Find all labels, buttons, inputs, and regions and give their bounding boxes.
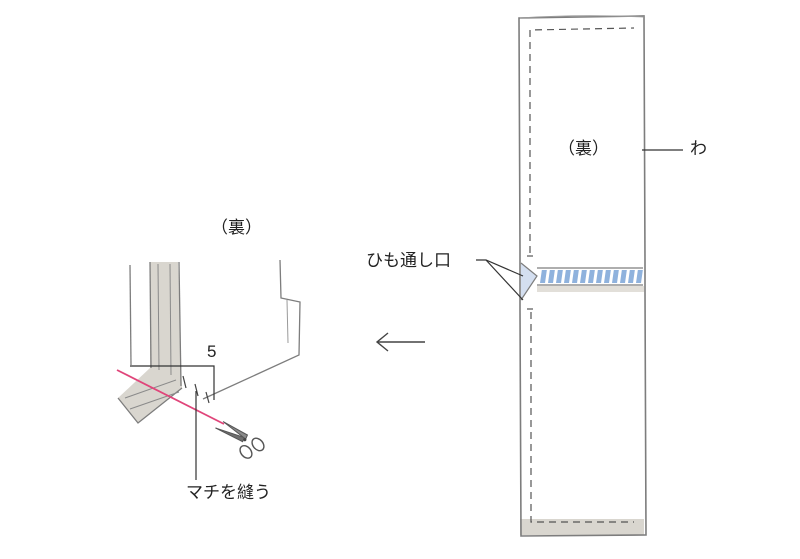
casing-stripe (580, 270, 587, 283)
bag-body-outline (202, 259, 301, 400)
cut-line (116, 369, 225, 425)
fabric-outline (518, 15, 647, 537)
strip-inner-2 (169, 263, 172, 376)
casing-stripe (620, 270, 627, 283)
casing-stripe (604, 270, 611, 283)
gusset-measure-line (130, 365, 215, 400)
gusset-stitch-1 (182, 375, 187, 389)
bag-body-inner (286, 299, 289, 344)
casing-stripe (540, 270, 547, 283)
sew-gusset-label: マチを縫う (186, 483, 271, 502)
casing-stripe (636, 270, 643, 283)
casing-stripe (596, 270, 603, 283)
gusset-size-label: 5 (207, 342, 217, 361)
drawstring-casing (537, 267, 644, 292)
strip-corner-inner (124, 379, 177, 399)
casing-stripe (564, 270, 571, 283)
scissors-icon (215, 421, 265, 459)
opening-leader-line (476, 259, 524, 277)
stitch-line-upper (529, 27, 635, 253)
casing-stripe (572, 270, 579, 283)
fabric-bottom-shade (520, 519, 644, 535)
back-side-label-left: （裏） (211, 218, 262, 237)
gusset-stitch-3 (205, 391, 210, 404)
casing-lower-shade (537, 286, 644, 292)
gusset-closeup (116, 259, 301, 480)
left-arrow-icon (375, 332, 425, 352)
fold-mark-label: わ (690, 139, 707, 158)
casing-stripe (628, 270, 635, 283)
strip-edge-right (178, 261, 182, 387)
casing-stripe (588, 270, 595, 283)
fabric-panel-unfolded (476, 15, 683, 537)
casing-stripe (612, 270, 619, 283)
fabric-top-edge (519, 15, 645, 19)
casing-stripe (548, 270, 555, 283)
back-side-label-right: （裏） (558, 139, 609, 158)
stitch-line-lower (530, 312, 634, 523)
opening-notch (520, 262, 538, 301)
casing-stripes (540, 270, 643, 283)
side-seam (129, 264, 132, 366)
gusset-stitch-2 (194, 383, 199, 397)
drawstring-opening-label: ひも通し口 (366, 251, 451, 270)
strip-corner-inner-2 (129, 391, 180, 410)
opening-leader-line-2 (485, 259, 524, 301)
strip-inner-1 (157, 263, 160, 371)
strip-edge-left (149, 261, 152, 369)
folded-strip (118, 262, 182, 423)
casing-stripe (556, 270, 563, 283)
strip-corner (117, 387, 183, 424)
